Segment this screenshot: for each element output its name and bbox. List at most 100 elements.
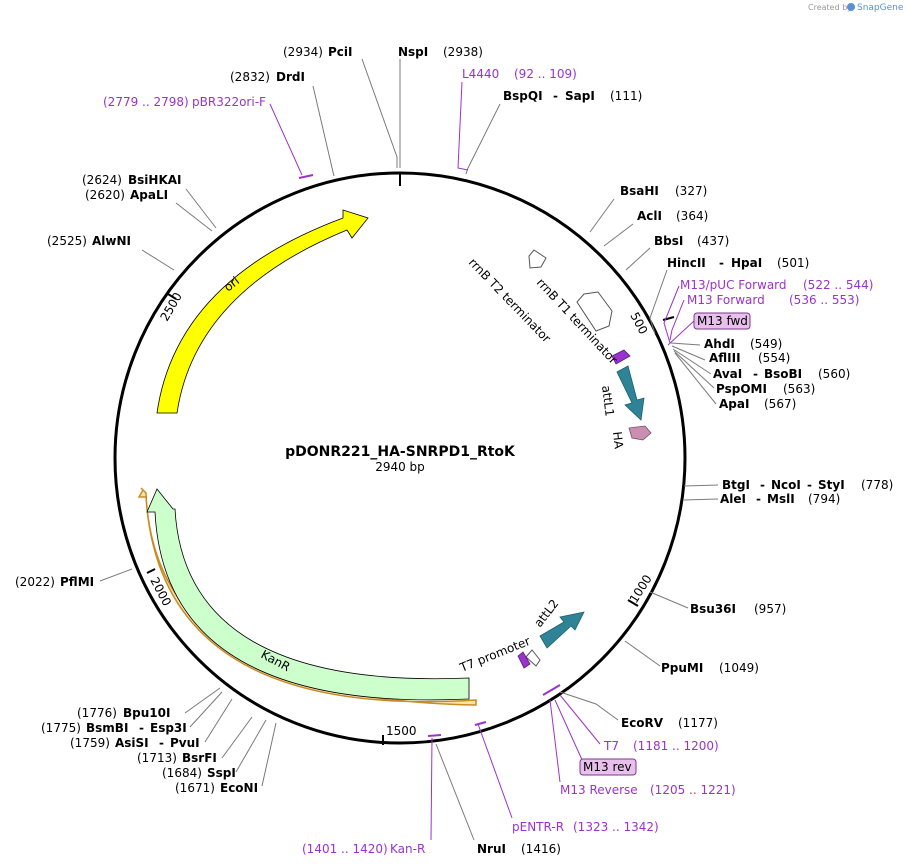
site-afliii[interactable]: AflIII: [709, 351, 741, 365]
pbr322ori-mark: [298, 174, 314, 179]
primer-labels: L4440 (92 .. 109) (2779 .. 2798) pBR322o…: [103, 67, 873, 856]
kanr-arrow[interactable]: [146, 488, 470, 701]
site-pspomi[interactable]: PspOMI: [716, 382, 767, 396]
primer-m13-rev-box[interactable]: [579, 758, 637, 776]
created-by-text: Created by: [808, 3, 852, 12]
m13-rev-leader: [554, 699, 584, 763]
ppumi-leader: [624, 640, 661, 667]
ha-arrow[interactable]: [628, 425, 652, 441]
bsu36i-leader: [649, 591, 689, 609]
primer-m13-fwd-box[interactable]: [693, 312, 751, 330]
tick-2500-mark: [167, 293, 177, 300]
primer-pbr322ori[interactable]: pBR322ori-F: [192, 95, 266, 109]
site-avai-sep: -: [753, 367, 758, 381]
site-bsahi-pos: (327): [675, 184, 707, 198]
primer-m13-reverse[interactable]: M13 Reverse: [560, 783, 638, 797]
site-nspi[interactable]: NspI: [398, 45, 428, 59]
site-bpu10i[interactable]: Bpu10I: [123, 706, 170, 720]
primer-t7[interactable]: T7: [603, 739, 619, 753]
primer-m13-forward[interactable]: M13 Forward: [687, 293, 765, 307]
site-bsu36i[interactable]: Bsu36I: [690, 602, 736, 616]
site-bsmbi-sep: -: [139, 721, 144, 735]
rrnb-t1-terminator-arrow[interactable]: [576, 291, 613, 332]
site-ahdi-pos: (549): [750, 337, 782, 351]
site-pvui[interactable]: PvuI: [170, 736, 200, 750]
site-bsahi[interactable]: BsaHI: [620, 184, 659, 198]
attl2-label: attL2: [531, 597, 561, 630]
site-apai-pos: (567): [764, 397, 796, 411]
site-asisi[interactable]: AsiSI: [115, 736, 149, 750]
site-apai[interactable]: ApaI: [719, 397, 749, 411]
attl1-arrow[interactable]: [616, 365, 645, 421]
alwni-leader: [141, 249, 175, 271]
site-avai[interactable]: AvaI: [713, 367, 742, 381]
site-bspqi[interactable]: BspQI: [503, 89, 543, 103]
primer-t7-range: (1181 .. 1200): [633, 739, 719, 753]
pspomi-leader: [673, 350, 715, 389]
site-nrui[interactable]: NruI: [477, 842, 506, 856]
rrnb-t2-label: rrnB T2 terminator: [466, 255, 554, 345]
site-pflmi[interactable]: PflMI: [60, 575, 94, 589]
site-bsmbi-pos: (1775): [41, 721, 81, 735]
site-acli[interactable]: AclI: [637, 209, 662, 223]
ori-arrow[interactable]: [156, 209, 369, 414]
site-sspi[interactable]: SspI: [207, 766, 236, 780]
site-ahdi[interactable]: AhdI: [704, 337, 735, 351]
kan-r-leader: [430, 737, 433, 841]
site-ecorv-pos: (1177): [678, 716, 718, 730]
site-labels: (2934) PciI NspI (2938) (2832) DrdI BspQ…: [15, 45, 893, 856]
site-ecorv[interactable]: EcoRV: [621, 716, 664, 730]
t7-promoter-arrow[interactable]: [525, 649, 541, 667]
site-bsrfi-pos: (1713): [137, 751, 177, 765]
site-styi[interactable]: StyI: [818, 478, 845, 492]
site-bbsi[interactable]: BbsI: [654, 234, 683, 248]
site-bsrfi[interactable]: BsrFI: [182, 751, 217, 765]
avai-leader: [672, 348, 712, 375]
site-btgi-sep: -: [760, 478, 765, 492]
site-alei[interactable]: AleI: [720, 492, 746, 506]
m13-puc-leader: [663, 285, 680, 344]
site-esp3i[interactable]: Esp3I: [150, 721, 187, 735]
primer-kan-r[interactable]: Kan-R: [390, 842, 425, 856]
apali-leader: [175, 202, 213, 232]
asisi-leader: [204, 698, 233, 743]
site-asisi-sep: -: [159, 736, 164, 750]
site-msli[interactable]: MslI: [767, 492, 795, 506]
site-bsobi[interactable]: BsoBI: [764, 367, 802, 381]
primer-m13-fwd: M13 fwd: [697, 314, 748, 328]
site-hincii[interactable]: HincII: [667, 256, 706, 270]
t7-primer-site: [542, 684, 561, 696]
site-bsihkai[interactable]: BsiHKAI: [128, 173, 182, 187]
site-pcii[interactable]: PciI: [328, 45, 353, 59]
primer-l4440[interactable]: L4440: [462, 67, 499, 81]
primer-kan-r-range: (1401 .. 1420): [302, 842, 388, 856]
site-hpai[interactable]: HpaI: [731, 256, 762, 270]
site-btgi[interactable]: BtgI: [722, 478, 750, 492]
site-leaders: [99, 58, 719, 841]
bsahi-leader: [589, 198, 615, 233]
site-bsmbi[interactable]: BsmBI: [86, 721, 128, 735]
rrnb-t2-terminator-arrow[interactable]: [528, 249, 547, 269]
site-econi[interactable]: EcoNI: [220, 781, 258, 795]
tick-marks: 500 1000 1500 2000 2500: [146, 290, 675, 745]
pcii-leader: [361, 58, 398, 168]
primer-m13-puc-forward[interactable]: M13/pUC Forward: [680, 278, 787, 292]
site-apali[interactable]: ApaLI: [130, 188, 168, 202]
t7-leader: [559, 694, 601, 745]
site-sapi[interactable]: SapI: [565, 89, 595, 103]
apai-leader: [674, 352, 717, 405]
site-bsihkai-pos: (2624): [82, 173, 122, 187]
site-afliii-pos: (554): [758, 351, 790, 365]
site-ncoi[interactable]: NcoI: [771, 478, 801, 492]
site-bbsi-pos: (437): [697, 234, 729, 248]
site-ppumi[interactable]: PpuMI: [661, 661, 703, 675]
attl2-arrow[interactable]: [539, 611, 585, 649]
site-drdi-pos: (2832): [230, 70, 270, 84]
site-alwni-pos: (2525): [47, 234, 87, 248]
m13-reverse-leader: [549, 699, 561, 783]
site-drdi[interactable]: DrdI: [276, 70, 305, 84]
primer-pentr-r[interactable]: pENTR-R: [512, 820, 564, 834]
site-alwni[interactable]: AlwNI: [92, 234, 131, 248]
snapgene-branding: Created by SnapGene: [808, 3, 904, 13]
